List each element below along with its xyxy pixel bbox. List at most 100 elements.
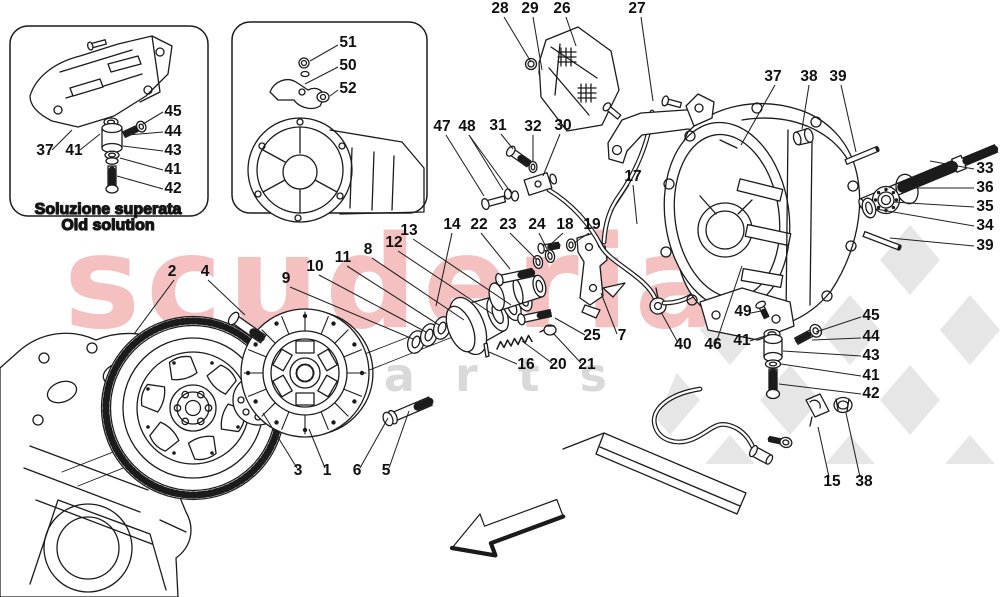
part-callout-47[interactable]: 47 — [433, 118, 450, 135]
leader-line-40 — [660, 311, 679, 344]
leader-line-29 — [532, 16, 543, 71]
leader-line-39 — [889, 237, 975, 247]
leader-line-26 — [565, 16, 577, 47]
leader-line-37 — [51, 129, 73, 151]
part-callout-48[interactable]: 48 — [458, 118, 476, 135]
part-callout-40[interactable]: 40 — [674, 336, 691, 353]
part-callout-25[interactable]: 25 — [583, 327, 601, 344]
part-callout-44[interactable]: 44 — [164, 123, 182, 140]
part-callout-38[interactable]: 38 — [800, 68, 818, 85]
part-callout-6[interactable]: 6 — [353, 462, 362, 479]
part-callout-21[interactable]: 21 — [578, 356, 596, 373]
part-callout-42[interactable]: 42 — [862, 385, 879, 402]
part-callout-41[interactable]: 41 — [65, 142, 83, 159]
part-callout-36[interactable]: 36 — [976, 179, 994, 196]
part-callout-27[interactable]: 27 — [628, 0, 645, 17]
part-callout-26[interactable]: 26 — [553, 0, 571, 17]
flywheel-drawing — [100, 315, 286, 501]
part-callout-49[interactable]: 49 — [734, 303, 752, 320]
part-callout-32[interactable]: 32 — [524, 118, 541, 135]
inset-caption-english: Old solution — [61, 217, 154, 234]
part-callout-31[interactable]: 31 — [489, 117, 507, 134]
part-callout-38[interactable]: 38 — [855, 473, 873, 490]
part-callout-13[interactable]: 13 — [400, 222, 418, 239]
leader-line-43 — [122, 145, 164, 152]
leader-line-13 — [412, 238, 512, 306]
part-callout-45[interactable]: 45 — [862, 307, 880, 324]
leader-line-7 — [600, 292, 618, 335]
leader-line-41 — [780, 363, 862, 377]
part-callout-43[interactable]: 43 — [164, 142, 182, 159]
checkered-flag-watermark — [638, 226, 1000, 464]
part-callout-50[interactable]: 50 — [339, 57, 356, 74]
leader-line-39 — [840, 84, 857, 153]
part-callout-52[interactable]: 52 — [339, 80, 356, 97]
part-callout-4[interactable]: 4 — [201, 263, 210, 280]
leader-line-9 — [289, 286, 414, 340]
leader-line-18 — [550, 232, 564, 245]
part-callout-41[interactable]: 41 — [862, 367, 880, 384]
leader-line-38 — [801, 84, 810, 130]
part-callout-15[interactable]: 15 — [823, 473, 841, 490]
part-callout-45[interactable]: 45 — [164, 103, 182, 120]
part-callout-43[interactable]: 43 — [862, 347, 880, 364]
part-callout-22[interactable]: 22 — [470, 216, 487, 233]
part-callout-24[interactable]: 24 — [528, 216, 546, 233]
part-callout-33[interactable]: 33 — [976, 160, 994, 177]
part-callout-19[interactable]: 19 — [583, 216, 601, 233]
inset-caption-italian: Soluzione superata — [35, 201, 182, 218]
part-callout-35[interactable]: 35 — [976, 198, 994, 215]
part-callout-9[interactable]: 9 — [282, 270, 291, 287]
leader-line-17 — [611, 184, 630, 212]
part-callout-51[interactable]: 51 — [339, 34, 357, 51]
part-callout-39[interactable]: 39 — [976, 237, 994, 254]
part-callout-16[interactable]: 16 — [517, 356, 535, 373]
part-callout-17[interactable]: 17 — [624, 168, 641, 185]
part-callout-5[interactable]: 5 — [382, 462, 391, 479]
part-callout-18[interactable]: 18 — [556, 216, 574, 233]
part-callout-2[interactable]: 2 — [168, 263, 177, 280]
leader-line-28 — [503, 16, 532, 63]
leader-line-33 — [929, 160, 975, 170]
leader-line-12 — [397, 250, 495, 316]
part-callout-1[interactable]: 1 — [323, 462, 332, 479]
leader-line-22 — [480, 232, 511, 270]
part-callout-39[interactable]: 39 — [829, 68, 847, 85]
part-callout-42[interactable]: 42 — [164, 180, 181, 197]
part-callout-12[interactable]: 12 — [385, 234, 402, 251]
part-callout-14[interactable]: 14 — [443, 216, 461, 233]
part-callout-28[interactable]: 28 — [491, 0, 509, 17]
part-callout-10[interactable]: 10 — [306, 258, 323, 275]
leader-line-27 — [640, 16, 654, 102]
part-callout-23[interactable]: 23 — [499, 216, 517, 233]
pin-16-drawing — [483, 342, 490, 358]
part-callout-37[interactable]: 37 — [764, 68, 781, 85]
part-callout-34[interactable]: 34 — [976, 217, 994, 234]
part-callout-3[interactable]: 3 — [294, 462, 303, 479]
part-callout-46[interactable]: 46 — [704, 336, 722, 353]
part-callout-29[interactable]: 29 — [521, 0, 539, 17]
leader-line-42 — [778, 383, 862, 395]
part-callout-8[interactable]: 8 — [364, 241, 373, 258]
leader-line-50 — [304, 66, 339, 85]
leader-line-41 — [79, 133, 101, 151]
leader-line-45 — [815, 316, 862, 333]
leader-line-41 — [749, 335, 766, 342]
gearbox-housing-drawing — [660, 93, 861, 341]
leader-line-16 — [488, 351, 518, 365]
part-callout-11[interactable]: 11 — [335, 249, 352, 266]
reverse-lever-drawing — [269, 57, 330, 110]
part-callout-30[interactable]: 30 — [554, 117, 571, 134]
part-callout-41[interactable]: 41 — [164, 161, 182, 178]
part-callout-20[interactable]: 20 — [549, 356, 566, 373]
leader-line-45 — [142, 111, 164, 125]
direction-arrow — [449, 498, 566, 558]
clutch-assembly-drawing — [240, 308, 374, 438]
leader-line-11 — [346, 265, 440, 326]
part-callout-7[interactable]: 7 — [618, 327, 627, 344]
part-callout-37[interactable]: 37 — [36, 142, 53, 159]
plug-38-drawing — [792, 127, 814, 146]
part-callout-44[interactable]: 44 — [862, 328, 880, 345]
part-callout-41[interactable]: 41 — [733, 332, 751, 349]
main-shaft-drawing — [844, 144, 999, 251]
